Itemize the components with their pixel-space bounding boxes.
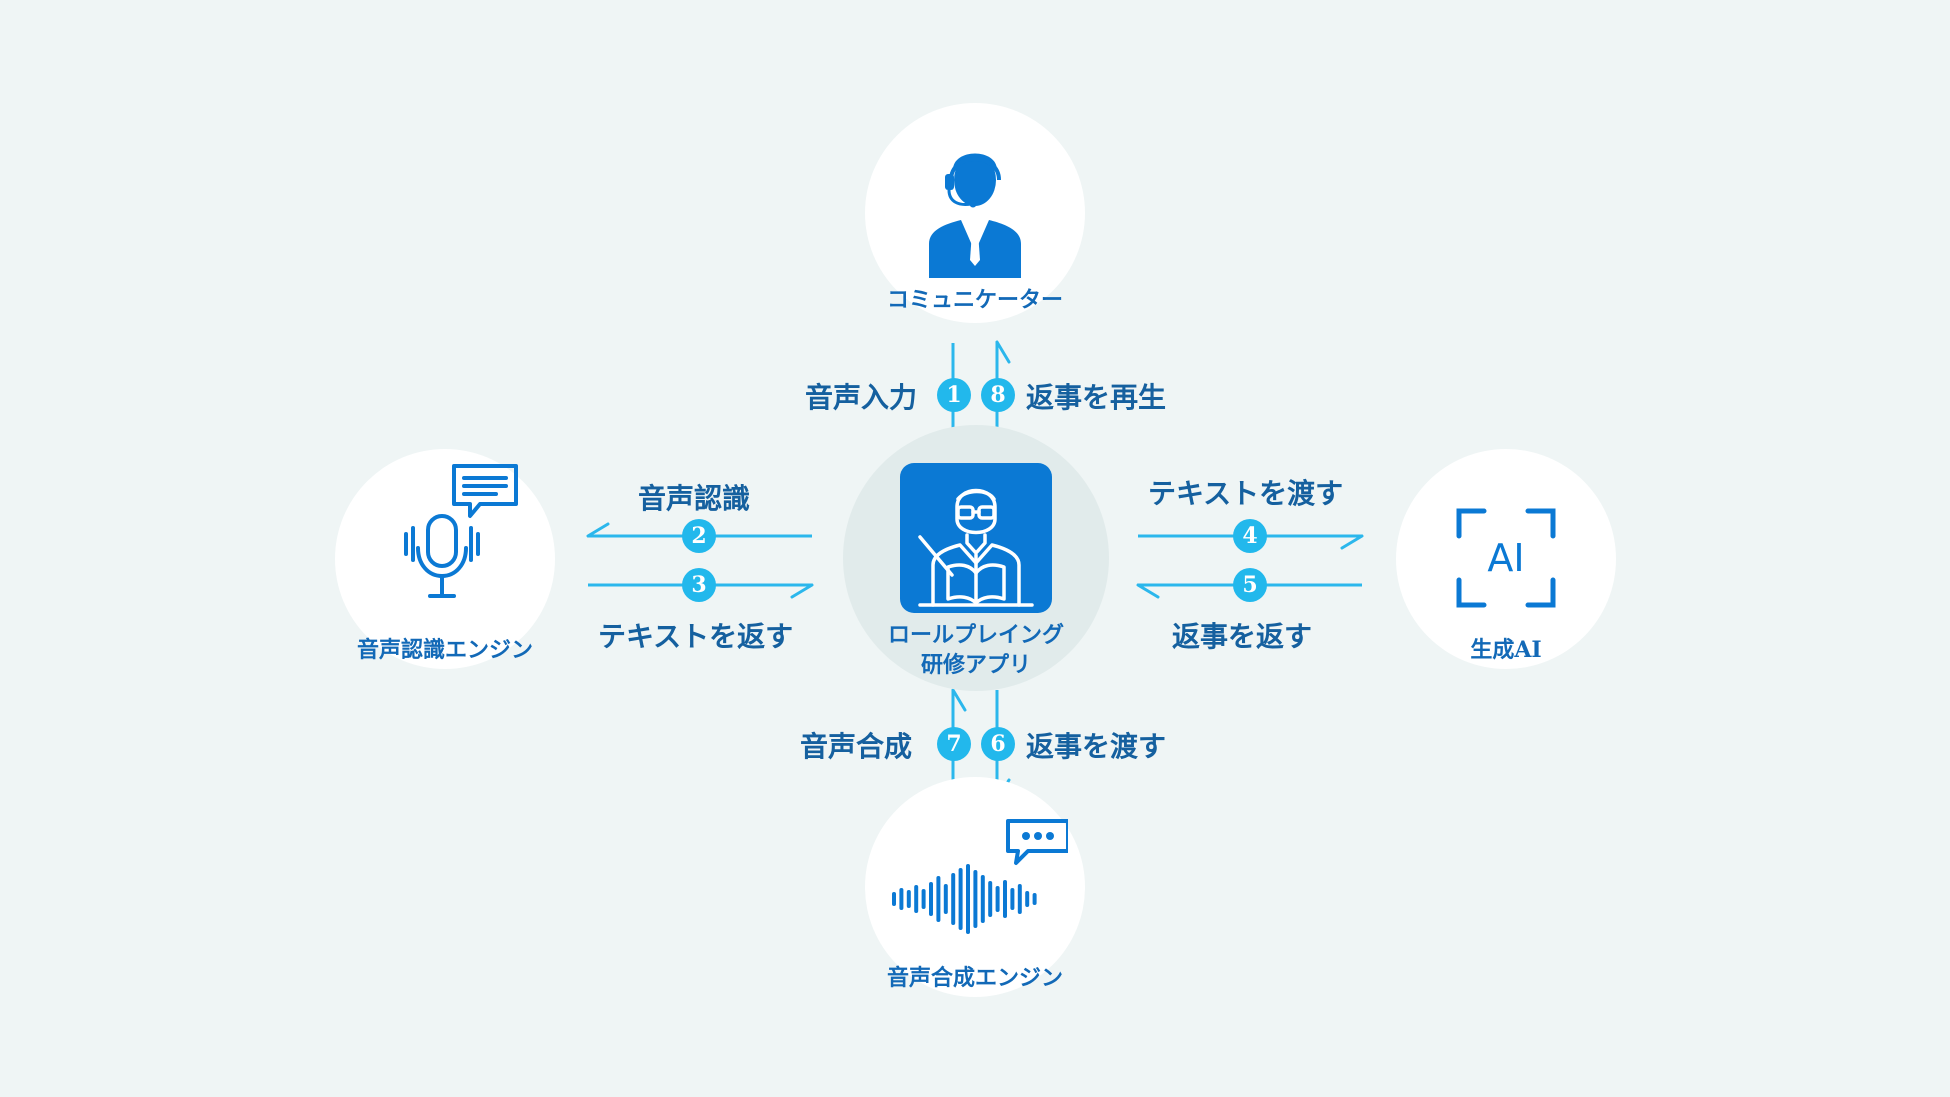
step-1-label: 音声入力 xyxy=(805,381,918,414)
presenter-book-icon xyxy=(918,488,1034,607)
wave-bar xyxy=(1032,893,1037,905)
step-7-label: 音声合成 xyxy=(800,730,913,763)
step-6-badge: 6 xyxy=(981,727,1015,761)
wave-bar xyxy=(892,892,896,906)
step-2-label: 音声認識 xyxy=(638,482,751,515)
step-8-label: 返事を再生 xyxy=(1026,381,1167,414)
wave-bar xyxy=(1025,891,1030,907)
communicator-node xyxy=(865,103,1085,323)
operator-headset-icon xyxy=(929,153,1021,278)
speech-recognition-label: 音声認識エンジン xyxy=(356,637,533,663)
wave-bar xyxy=(906,890,911,908)
microphone-chat-icon xyxy=(404,464,518,598)
generative-ai-node xyxy=(1396,449,1616,669)
app-tile xyxy=(900,463,1052,613)
wave-bar xyxy=(943,884,948,914)
step-3-label: テキストを返す xyxy=(598,620,794,653)
step-1-badge: 1 xyxy=(937,378,971,412)
wave-bar xyxy=(980,875,985,923)
app-label-line1: ロールプレイング xyxy=(887,622,1064,648)
wave-bar xyxy=(966,864,970,934)
wave-bar xyxy=(951,873,956,925)
step-6-label: 返事を渡す xyxy=(1026,730,1167,763)
generative-ai-label: 生成AI xyxy=(1470,637,1542,663)
wave-bar xyxy=(1010,888,1015,910)
speech-synthesis-label: 音声合成エンジン xyxy=(886,965,1063,991)
step-4-badge: 4 xyxy=(1233,519,1267,553)
wave-bar xyxy=(1017,884,1022,914)
step-4-label: テキストを渡す xyxy=(1148,477,1344,510)
soundwave-chat-icon xyxy=(892,819,1068,934)
speech-recognition-node xyxy=(335,449,555,669)
step-8-badge: 8 xyxy=(981,378,1015,412)
step-3-badge: 3 xyxy=(682,568,716,602)
ai-icon-text: AI xyxy=(1487,536,1524,580)
wave-bar xyxy=(1003,880,1007,918)
wave-bar xyxy=(958,868,963,930)
app-label-line2: 研修アプリ xyxy=(920,652,1031,678)
wave-bar xyxy=(914,885,919,913)
step-2-badge: 2 xyxy=(682,519,716,553)
wave-bar xyxy=(973,870,978,928)
app-label: ロールプレイング 研修アプリ xyxy=(860,620,1092,680)
wave-bar xyxy=(929,882,933,916)
step-5-label: 返事を返す xyxy=(1172,620,1313,653)
wave-bar xyxy=(988,881,993,917)
wave-bar xyxy=(936,876,941,922)
step-5-badge: 5 xyxy=(1233,568,1267,602)
communicator-label: コミュニケーター xyxy=(886,287,1063,313)
step-7-badge: 7 xyxy=(937,727,971,761)
wave-bar xyxy=(995,886,1000,912)
wave-bar xyxy=(921,889,926,909)
wave-bar xyxy=(899,888,904,910)
ai-frame-icon: AI xyxy=(1456,508,1556,608)
